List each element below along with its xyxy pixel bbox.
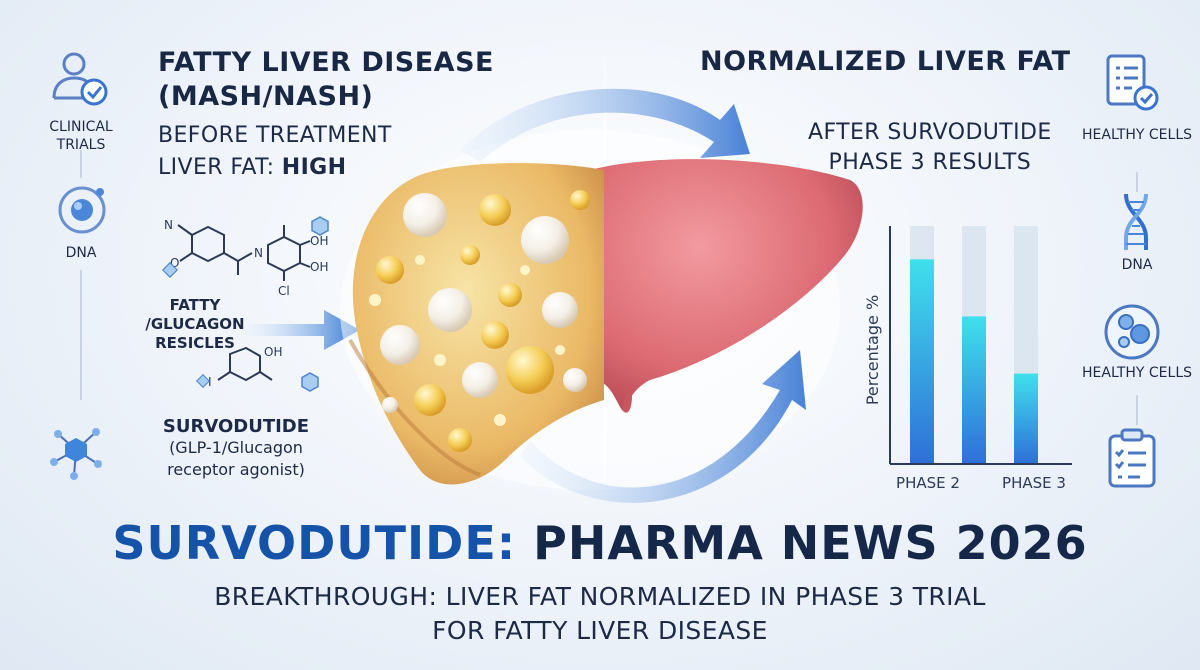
before-subtitle: Before treatment [158, 123, 392, 148]
diamond-icon [196, 374, 210, 388]
sidebar-label-healthy-cells-2: Healthy cells [1082, 365, 1193, 381]
after-subtitle-line1: After Survodutide [808, 120, 1052, 145]
drug-label: SURVODUTIDE (GLP-1/Glucagon receptor ago… [146, 416, 326, 481]
drug-name: SURVODUTIDE [162, 416, 310, 437]
vesicle-arrow-icon [240, 310, 360, 350]
checklist-icon [1106, 54, 1159, 111]
chart-tick-label: PHASE 2 [896, 474, 960, 492]
hexagon-icon [311, 216, 329, 236]
molecule-network-icon [50, 428, 102, 480]
chart-y-label: Percentage % [863, 295, 882, 405]
headline-news: PHARMA NEWS 2026 [516, 516, 1088, 570]
before-title-line1: FATTY LIVER DISEASE [158, 47, 494, 78]
phase-results-chart: Percentage % PHASE 2 PHASE 3 [863, 226, 1072, 492]
chart-bar [910, 259, 934, 464]
sidebar-label-healthy-cells: Healthy cells [1082, 127, 1193, 143]
hexagon-icon [301, 372, 319, 392]
sidebar-connector [1136, 395, 1138, 425]
before-subtitle-block: Before treatment Liver fat: HIGH [158, 120, 392, 184]
small-molecule-diagram: OH I [208, 345, 282, 389]
atom-label: N [164, 218, 173, 232]
atom-label: OH [264, 345, 282, 359]
headline: SURVODUTIDE: PHARMA NEWS 2026 [0, 516, 1200, 570]
tagline-line1: BREAKTHROUGH: LIVER FAT NORMALIZED IN PH… [214, 582, 986, 611]
atom-label: I [208, 375, 212, 389]
atom-label: OH [310, 260, 328, 274]
headline-drug: SURVODUTIDE: [112, 516, 517, 570]
vesicles-label: FATTY /GLUCAGON RESICLES [140, 296, 250, 353]
sidebar-label-clinical-trials: Clinical trials [49, 119, 113, 153]
vesicles-label-line3: RESICLES [155, 334, 235, 352]
atom-label: N [254, 246, 263, 260]
before-title: FATTY LIVER DISEASE (MASH/NASH) [158, 46, 494, 114]
chart-tick-label: PHASE 3 [1002, 474, 1066, 492]
drug-description-line2: receptor agonist) [167, 460, 305, 479]
molecule-diagram: N O N OH OH Cl [164, 218, 328, 298]
liver-illustration [340, 88, 863, 503]
chart-bar [1014, 373, 1038, 464]
after-subtitle-line2: Phase 3 results [828, 150, 1032, 175]
tagline: BREAKTHROUGH: LIVER FAT NORMALIZED IN PH… [0, 580, 1200, 648]
vesicles-label-line2: /GLUCAGON [145, 315, 245, 333]
sidebar-label-dna: DNA [65, 245, 97, 261]
after-title: NORMALIZED LIVER FAT [700, 46, 1071, 77]
atom-label: Cl [278, 284, 290, 298]
after-subtitle-block: After Survodutide Phase 3 results [808, 118, 1052, 178]
cells-icon [1104, 304, 1160, 360]
atom-label: OH [310, 234, 328, 248]
vesicles-label-line1: FATTY [169, 296, 221, 314]
sidebar-label-dna-right: DNA [1121, 257, 1153, 273]
sidebar-connector [80, 150, 82, 178]
before-title-line2: (MASH/NASH) [158, 81, 374, 112]
sidebar-connector [1136, 172, 1138, 192]
chart-bar [962, 316, 986, 464]
clipboard-checklist-icon [1108, 428, 1156, 488]
diamond-icon [162, 262, 178, 278]
tagline-line2: FOR FATTY LIVER DISEASE [432, 616, 768, 645]
drug-description-line1: (GLP-1/Glucagon [169, 438, 303, 457]
sidebar-connector [80, 270, 82, 400]
atom-icon [58, 186, 106, 234]
liver-fat-label: Liver fat: [158, 155, 282, 180]
atom-label: O [170, 256, 179, 270]
liver-fat-value: HIGH [281, 155, 347, 180]
dna-helix-icon [1124, 193, 1148, 250]
chart-bars [910, 226, 1038, 464]
liver-fat-status: Liver fat: HIGH [158, 152, 392, 184]
user-check-icon [52, 52, 108, 106]
